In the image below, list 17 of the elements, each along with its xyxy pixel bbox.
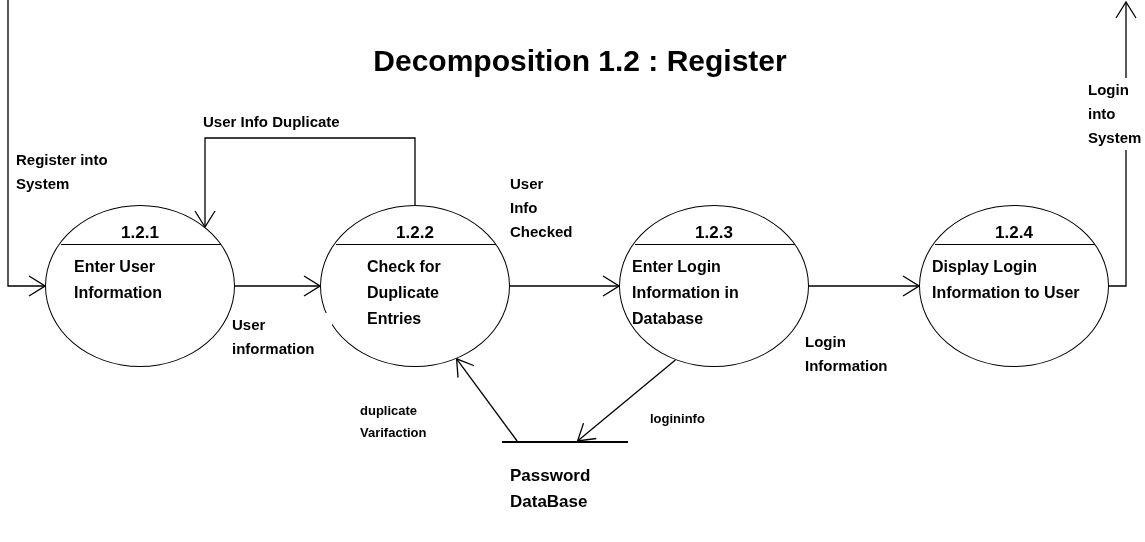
arrow [194, 137, 416, 228]
arrow [7, 0, 46, 297]
arrow [455, 358, 518, 442]
data-store-name: Password DataBase [510, 465, 592, 513]
process-name: Check for Duplicate Entries [367, 257, 442, 329]
process-name: Enter Login Information in Database [632, 257, 740, 329]
process-number: 1.2.3 [694, 223, 734, 243]
process-number: 1.2.1 [120, 223, 160, 243]
arrow [808, 275, 920, 297]
process-name: Enter User Information [74, 257, 163, 303]
arrow [576, 359, 677, 442]
arrow [509, 275, 620, 297]
process-number: 1.2.4 [994, 223, 1034, 243]
process-number: 1.2.2 [395, 223, 435, 243]
diagram-title: Decomposition 1.2 : Register [372, 44, 788, 78]
arrow [234, 275, 321, 297]
process-name: Display Login Information to User [932, 257, 1081, 303]
